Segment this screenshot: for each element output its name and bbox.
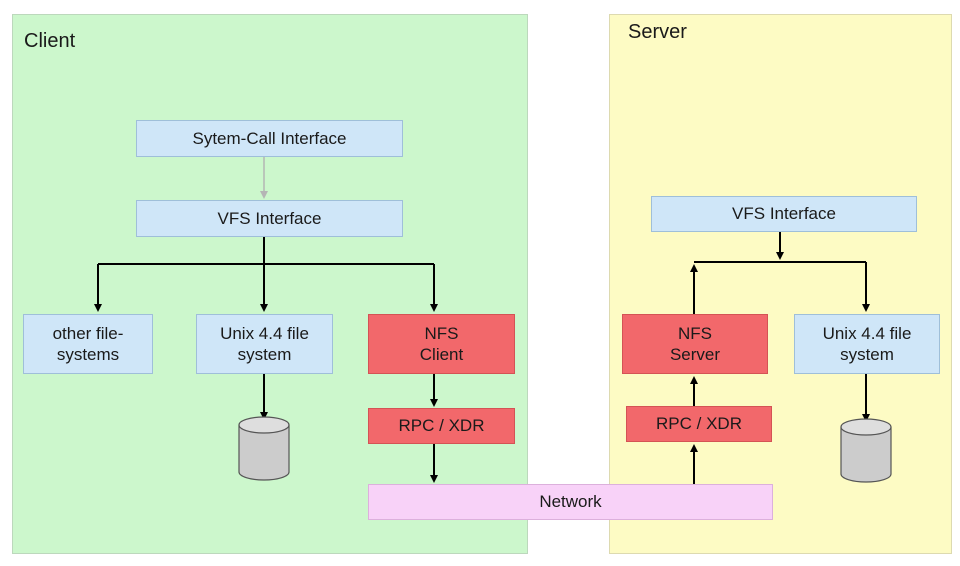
client-vfs-interface-box: VFS Interface <box>136 200 403 237</box>
server-title: Server <box>628 21 687 43</box>
disk-icon-server <box>840 418 892 483</box>
client-rpc-xdr-box: RPC / XDR <box>368 408 515 444</box>
network-box: Network <box>368 484 773 520</box>
server-panel <box>609 14 952 554</box>
server-unix-fs-box: Unix 4.4 file system <box>794 314 940 374</box>
server-rpc-xdr-box: RPC / XDR <box>626 406 772 442</box>
disk-icon-client <box>238 416 290 481</box>
nfs-server-box: NFS Server <box>622 314 768 374</box>
other-filesystems-box: other file- systems <box>23 314 153 374</box>
server-vfs-interface-box: VFS Interface <box>651 196 917 232</box>
client-unix-fs-box: Unix 4.4 file system <box>196 314 333 374</box>
nfs-client-box: NFS Client <box>368 314 515 374</box>
client-title: Client <box>24 30 76 52</box>
syscall-interface-box: Sytem-Call Interface <box>136 120 403 157</box>
